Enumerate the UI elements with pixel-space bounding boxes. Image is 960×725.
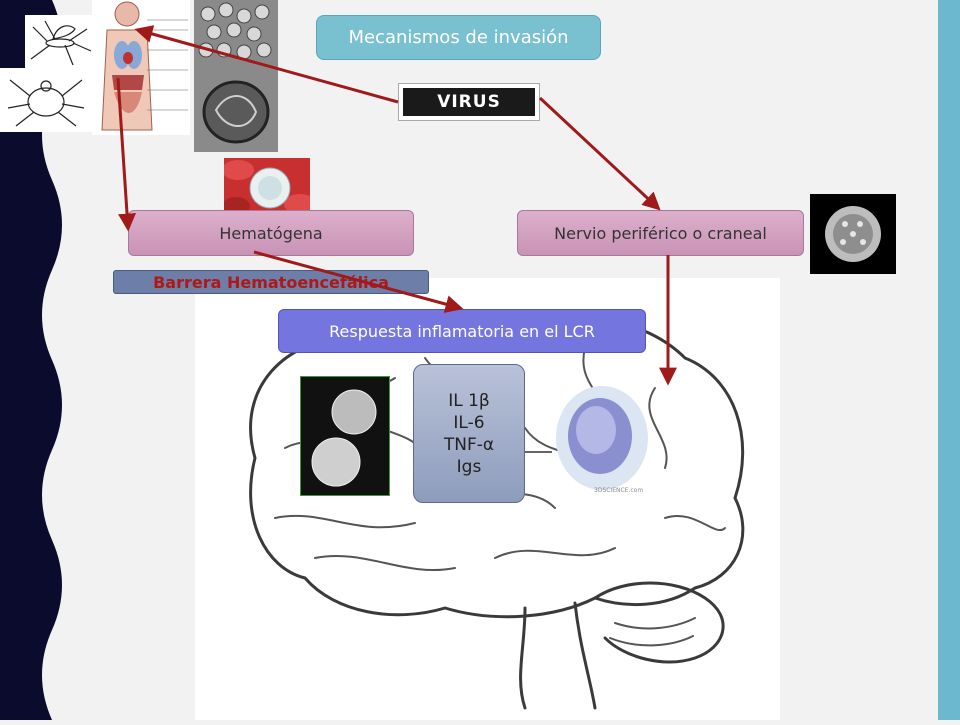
watermark-text: 3DSCIENCE.com	[594, 487, 644, 494]
hematogenous-route-box: Hematógena	[128, 210, 414, 256]
inflammatory-response-box: Respuesta inflamatoria en el LCR	[278, 309, 646, 353]
cell-render-image	[556, 386, 648, 490]
human-anatomy-illustration	[92, 0, 190, 135]
cytokine-item: IL-6	[453, 412, 485, 433]
left-wavy-band	[0, 0, 62, 720]
title-box: Mecanismos de invasión	[316, 15, 601, 60]
mosquito-illustration	[25, 15, 95, 70]
virus-micrograph	[194, 0, 278, 152]
arrow-virus-to-nerve	[538, 96, 661, 211]
neural-route-box: Nervio periférico o craneal	[517, 210, 804, 256]
arrow-virus-to-body	[134, 25, 399, 104]
right-accent-band	[938, 0, 960, 720]
arrow-body-to-hematogenous	[116, 77, 137, 232]
virus-particle-image	[810, 194, 896, 274]
virus-label: VIRUS	[398, 83, 540, 121]
cytokine-item: IL 1β	[448, 390, 490, 411]
blood-brain-barrier-label: Barrera Hematoencefálica	[153, 273, 389, 292]
tick-illustration	[0, 68, 92, 132]
cytokine-list-box: IL 1β IL-6 TNF-α Igs	[413, 364, 525, 503]
blood-cell-image	[224, 158, 310, 216]
cytokine-item: Igs	[456, 456, 482, 477]
lymphocyte-micrograph	[300, 376, 390, 496]
arrow-hematogenous-to-response	[253, 250, 464, 313]
cytokine-item: TNF-α	[443, 434, 495, 455]
blood-brain-barrier-box: Barrera Hematoencefálica	[113, 270, 429, 294]
